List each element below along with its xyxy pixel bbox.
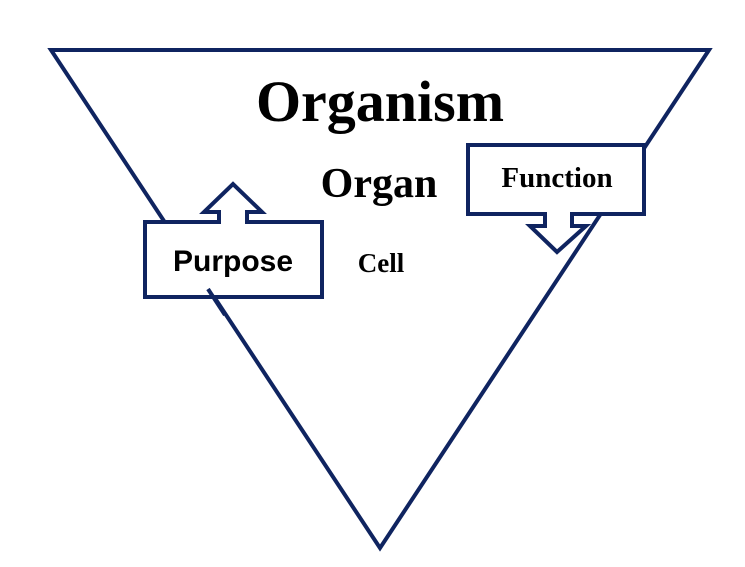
level-organ-label: Organ bbox=[321, 161, 438, 207]
function-label: Function bbox=[501, 162, 612, 194]
purpose-callout: Purpose bbox=[143, 181, 324, 299]
level-cell-label: Cell bbox=[358, 248, 405, 278]
level-organism-label: Organism bbox=[256, 69, 504, 134]
function-callout: Function bbox=[466, 143, 646, 255]
triangle-left-edge-overlay bbox=[206, 287, 227, 317]
down-arrow-callout-shape bbox=[466, 143, 646, 255]
purpose-label: Purpose bbox=[173, 245, 293, 278]
up-arrow-callout-shape bbox=[143, 181, 324, 299]
